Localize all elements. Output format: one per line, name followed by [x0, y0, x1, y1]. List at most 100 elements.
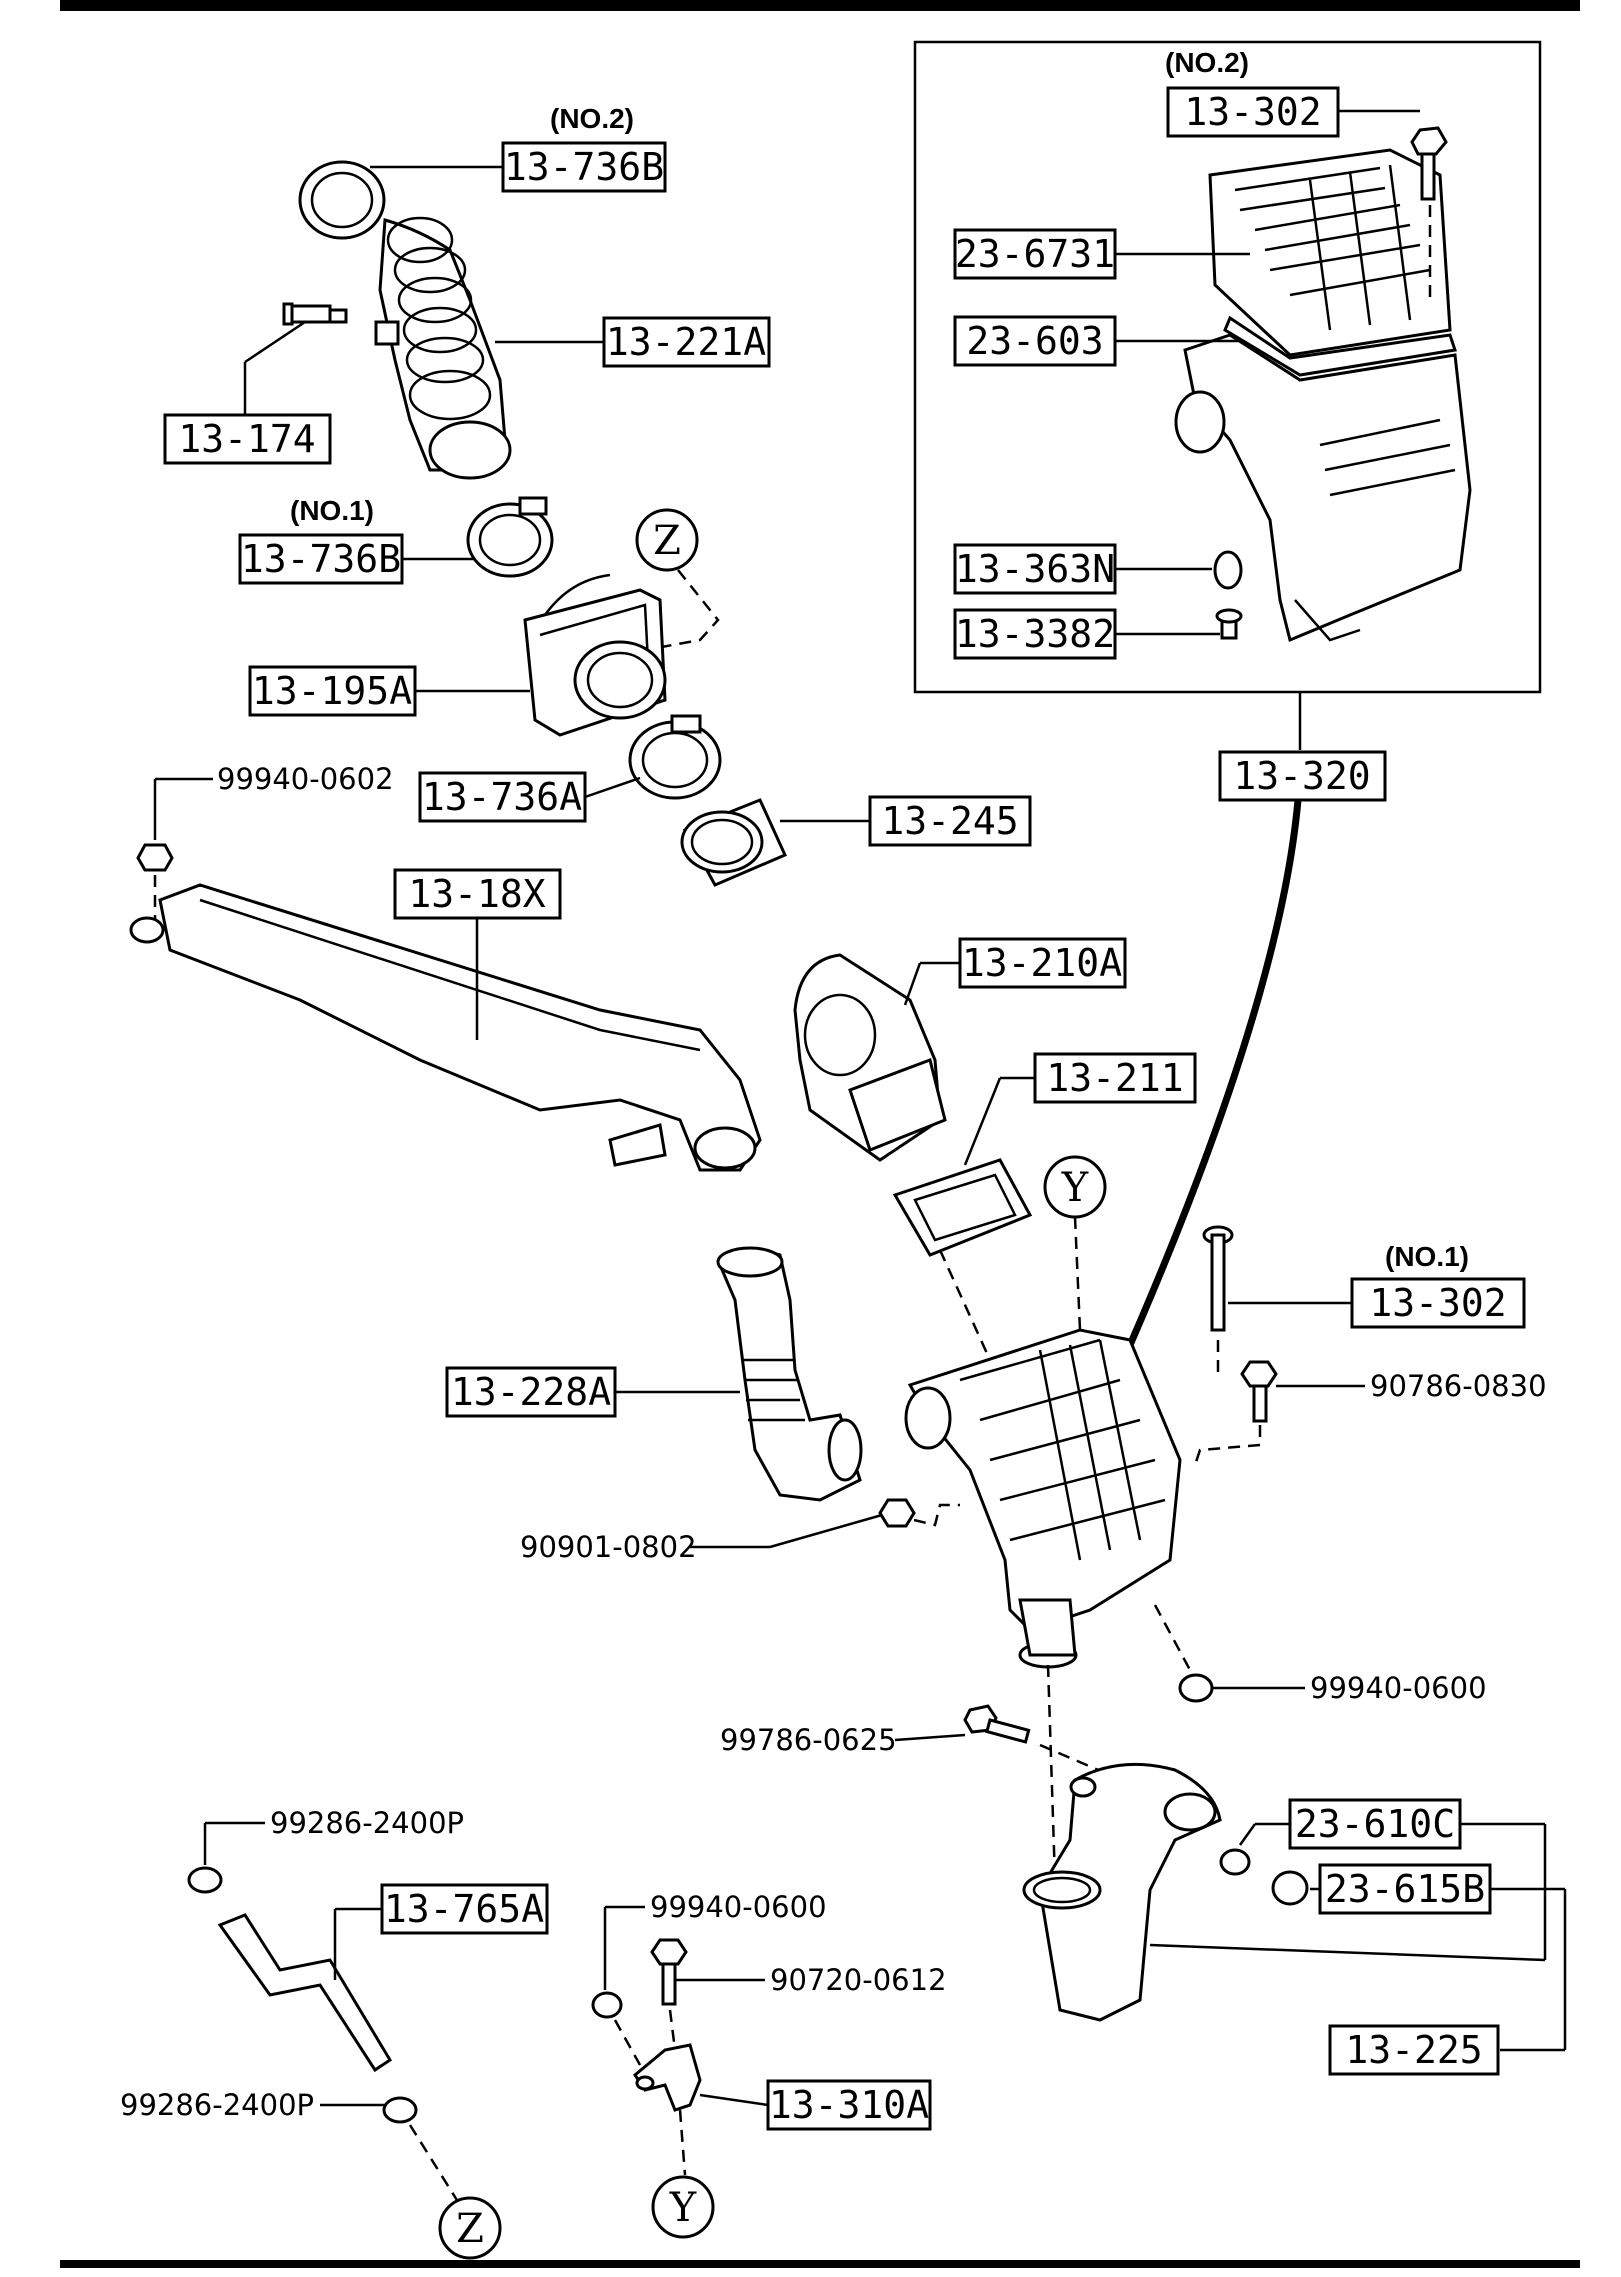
part-number-99940-0602: 99940-0602: [217, 762, 394, 796]
bolt-90786-0830-drawing: [1240, 1360, 1278, 1423]
callout-13-320[interactable]: 13-320: [1218, 750, 1387, 802]
qualifier-no2-bolt: (NO.2): [1165, 47, 1249, 78]
nut-23-610C-drawing: [1219, 1848, 1251, 1876]
svg-text:13-3382: 13-3382: [955, 612, 1115, 656]
top-rule: [60, 0, 1580, 11]
svg-text:23-615B: 23-615B: [1325, 1867, 1485, 1911]
nut-90901-0802-drawing: [878, 1498, 916, 1528]
callout-13-195A[interactable]: 13-195A: [248, 665, 417, 717]
gasket-13-211-drawing: [892, 1158, 1033, 1257]
svg-text:Y: Y: [1061, 1165, 1089, 1211]
callout-label: 13-302: [1184, 90, 1321, 134]
svg-text:13-765A: 13-765A: [384, 1887, 544, 1931]
part-number-99940-0600-a: 99940-0600: [1310, 1671, 1487, 1705]
callout-23-6731[interactable]: 23-6731: [953, 228, 1117, 280]
sleeve-13-245-drawing: [680, 798, 787, 887]
ref-y-bottom: Y: [651, 2175, 715, 2239]
svg-text:13-225: 13-225: [1345, 2028, 1482, 2072]
callout-13-363N[interactable]: 13-363N: [953, 543, 1117, 595]
part-number-99940-0600-b: 99940-0600: [650, 1890, 827, 1924]
callout-13-310A[interactable]: 13-310A: [766, 2079, 932, 2131]
callout-13-736B-no1[interactable]: 13-736B: [238, 533, 404, 585]
svg-text:13-736A: 13-736A: [422, 775, 582, 819]
air-filter-element-drawing: [1223, 315, 1457, 377]
callout-13-210A[interactable]: 13-210A: [958, 937, 1127, 989]
bolt-no1-drawing: [1202, 1225, 1234, 1380]
qualifier-no1-bolt: (NO.1): [1385, 1241, 1469, 1272]
svg-text:Y: Y: [669, 2185, 697, 2231]
callout-13-245[interactable]: 13-245: [868, 795, 1032, 847]
svg-text:13-245: 13-245: [881, 799, 1018, 843]
duct-13-18X-drawing: [129, 883, 762, 1172]
callout-13-736B-no2[interactable]: 13-736B: [501, 141, 667, 193]
svg-text:13-221A: 13-221A: [606, 320, 766, 364]
bolt-90720-0612-drawing: [650, 1938, 688, 2006]
part-number-90720-0612: 90720-0612: [770, 1963, 947, 1997]
nut-99940-0600-b-drawing: [591, 1991, 623, 2019]
svg-text:Z: Z: [456, 2206, 484, 2252]
callout-23-603[interactable]: 23-603: [953, 315, 1117, 367]
svg-text:13-211: 13-211: [1046, 1056, 1183, 1100]
grommet-drawing: [1213, 550, 1243, 640]
callout-13-221A[interactable]: 13-221A: [602, 316, 771, 368]
callout-23-615B[interactable]: 23-615B: [1318, 1863, 1492, 1915]
part-number-99786-0625: 99786-0625: [720, 1723, 897, 1757]
callout-23-610C[interactable]: 23-610C: [1288, 1798, 1462, 1850]
ref-z-top: Z: [635, 508, 699, 572]
ref-y-mid: Y: [1043, 1155, 1107, 1219]
callout-13-302-no1[interactable]: 13-302: [1350, 1277, 1526, 1329]
part-number-99286-2400P-b: 99286-2400P: [120, 2088, 314, 2122]
clamp-13-736A-drawing: [628, 714, 722, 800]
callout-13-18X[interactable]: 13-18X: [393, 868, 562, 920]
ref-z-bottom: Z: [438, 2196, 502, 2260]
svg-text:13-174: 13-174: [178, 417, 315, 461]
clamp-no1-drawing: [466, 496, 554, 578]
bracket-13-310A-drawing: [633, 2043, 702, 2112]
part-number-90901-0802: 90901-0802: [520, 1530, 697, 1564]
qualifier-no2-clamp: (NO.2): [550, 103, 634, 134]
inset-frame: [913, 40, 1542, 694]
fitting-13-174-drawing: [282, 302, 348, 326]
clip-99286-2400P-a-drawing: [187, 1866, 223, 1894]
part-number-90786-0830: 90786-0830: [1370, 1369, 1547, 1403]
clamp-no2-drawing: [298, 160, 386, 240]
callout-13-211[interactable]: 13-211: [1033, 1052, 1197, 1104]
svg-text:13-363N: 13-363N: [955, 547, 1115, 591]
callout-13-228A[interactable]: 13-228A: [445, 1366, 617, 1418]
svg-text:13-18X: 13-18X: [408, 872, 545, 916]
callout-13-225[interactable]: 13-225: [1328, 2024, 1500, 2076]
clip-99286-2400P-b-drawing: [382, 2096, 418, 2124]
bolt-99786-0625-drawing: [963, 1704, 1031, 1744]
nut-99940-0602-drawing: [136, 843, 174, 872]
air-cleaner-main-drawing: [904, 1328, 1182, 1669]
resonator-13-225-drawing: [1022, 1762, 1222, 2022]
callout-13-3382[interactable]: 13-3382: [953, 608, 1117, 660]
air-cleaner-case-drawing: [1174, 333, 1472, 643]
callout-13-765A[interactable]: 13-765A: [380, 1883, 549, 1935]
svg-text:Z: Z: [653, 518, 681, 564]
svg-text:23-6731: 23-6731: [955, 232, 1115, 276]
hose-13-765A-drawing: [217, 1913, 393, 2073]
qualifier-no1-clamp: (NO.1): [290, 495, 374, 526]
bolt-no2-drawing: [1410, 126, 1448, 300]
svg-text:13-320: 13-320: [1233, 754, 1370, 798]
air-cleaner-cover-drawing: [1208, 148, 1452, 357]
svg-text:13-302: 13-302: [1369, 1281, 1506, 1325]
grommet-23-615B-drawing: [1271, 1870, 1309, 1906]
air-flow-meter-13-210A-drawing: [793, 953, 947, 1162]
svg-text:13-195A: 13-195A: [252, 669, 412, 713]
callout-13-736A[interactable]: 13-736A: [418, 771, 587, 823]
air-funnel-13-195A-drawing: [523, 573, 667, 737]
callout-13-174[interactable]: 13-174: [163, 413, 332, 465]
svg-text:13-736B: 13-736B: [241, 537, 401, 581]
bottom-rule: [60, 2260, 1580, 2268]
svg-text:13-736B: 13-736B: [504, 145, 664, 189]
leader-13-320: [1126, 799, 1302, 1347]
svg-text:13-310A: 13-310A: [769, 2083, 929, 2127]
svg-text:23-603: 23-603: [966, 319, 1103, 363]
part-number-99286-2400P-a: 99286-2400P: [270, 1806, 464, 1840]
air-intake-hose-drawing: [374, 216, 512, 480]
callout-13-302-no2[interactable]: 13-302: [1166, 86, 1340, 138]
svg-text:23-610C: 23-610C: [1295, 1802, 1455, 1846]
